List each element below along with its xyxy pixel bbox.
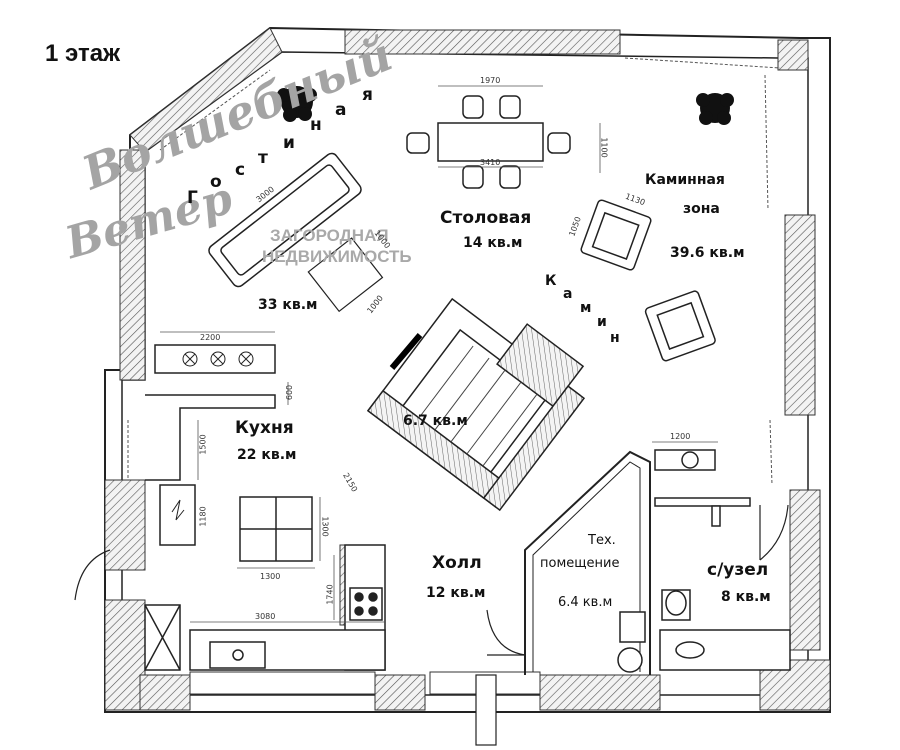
living-letter-6: н [310, 115, 322, 135]
living-letter-3: с [235, 160, 246, 180]
dining-name: Столовая [440, 208, 532, 228]
kitchen-dimension-lines [160, 331, 321, 569]
plant-left [277, 86, 317, 122]
fireplace-letter-4: и [597, 314, 607, 330]
kitchen-table [239, 496, 313, 562]
tech-name-1: Тех. [588, 533, 616, 548]
kitchen-counter [145, 394, 276, 546]
dim-counter-a: 1500 [198, 434, 208, 455]
dim-bottom-counter: 3080 [255, 612, 276, 621]
kitchen-hood [154, 344, 276, 374]
dim-table-length: 3410 [480, 158, 501, 167]
utility-box [144, 604, 181, 671]
stairs-area: 6.7 кв.м [403, 413, 468, 429]
dim-table-depth: 1100 [599, 137, 609, 158]
tech-area: 6.4 кв.м [558, 595, 613, 610]
fireplace-stair-block [366, 297, 586, 512]
kitchen-name: Кухня [235, 418, 294, 438]
bathroom-area: 8 кв.м [721, 589, 771, 605]
fireplace-hearth [389, 333, 423, 370]
watermark-line1: ЗАГОРОДНАЯ [270, 226, 389, 245]
dining-area: 14 кв.м [463, 235, 523, 251]
fireplace-letter-5: н [610, 330, 620, 346]
hall-name: Холл [432, 553, 482, 573]
armchair-lower [644, 290, 716, 362]
watermark-line2: НЕДВИЖИМОСТЬ [262, 247, 412, 266]
fireplace-letter-3: м [580, 300, 592, 316]
bathroom-name: с/узел [707, 560, 769, 580]
tech-name-2: помещение [540, 556, 620, 571]
dim-hood-depth: 600 [285, 384, 295, 401]
living-letter-1: Г [187, 188, 198, 208]
dining-dimension-lines [438, 85, 601, 173]
armchair-upper [580, 199, 652, 271]
floor-title: 1 этаж [45, 40, 121, 67]
dim-table-width: 1970 [480, 76, 501, 85]
living-letter-4: т [258, 148, 268, 168]
dim-stove-unit: 1740 [325, 584, 335, 605]
hall-door [475, 609, 526, 746]
living-area: 33 кв.м [258, 297, 318, 313]
bathroom-door [759, 504, 789, 561]
fireplace-zone-name-1: Каминная [645, 172, 725, 188]
fireplace-zone-area: 39.6 кв.м [670, 245, 745, 261]
tech-room-walls [524, 450, 651, 675]
side-door [74, 549, 111, 601]
plant-right [696, 93, 734, 125]
sofa [208, 152, 362, 288]
dim-hood-width: 2200 [200, 333, 221, 342]
wall-hatching [104, 27, 831, 711]
living-letter-7: а [335, 100, 347, 120]
fireplace-letter-1: К [545, 273, 557, 289]
living-letter-5: и [283, 133, 295, 153]
fireplace-zone-name-2: зона [683, 201, 720, 217]
dim-counter-b: 1180 [198, 506, 208, 527]
living-letter-8: я [362, 85, 373, 105]
bottom-counter [189, 629, 386, 671]
bathroom-fixtures [617, 449, 791, 673]
dim-kitchen-table-width: 1300 [260, 572, 281, 581]
living-letter-2: о [210, 172, 222, 192]
fireplace-letter-2: а [563, 286, 573, 302]
dim-bath-width: 1200 [670, 432, 691, 441]
dining-table [406, 95, 571, 189]
kitchen-area: 22 кв.м [237, 447, 297, 463]
hall-area: 12 кв.м [426, 585, 486, 601]
dim-kitchen-table-depth: 1300 [320, 516, 330, 537]
coffee-table [307, 237, 384, 313]
